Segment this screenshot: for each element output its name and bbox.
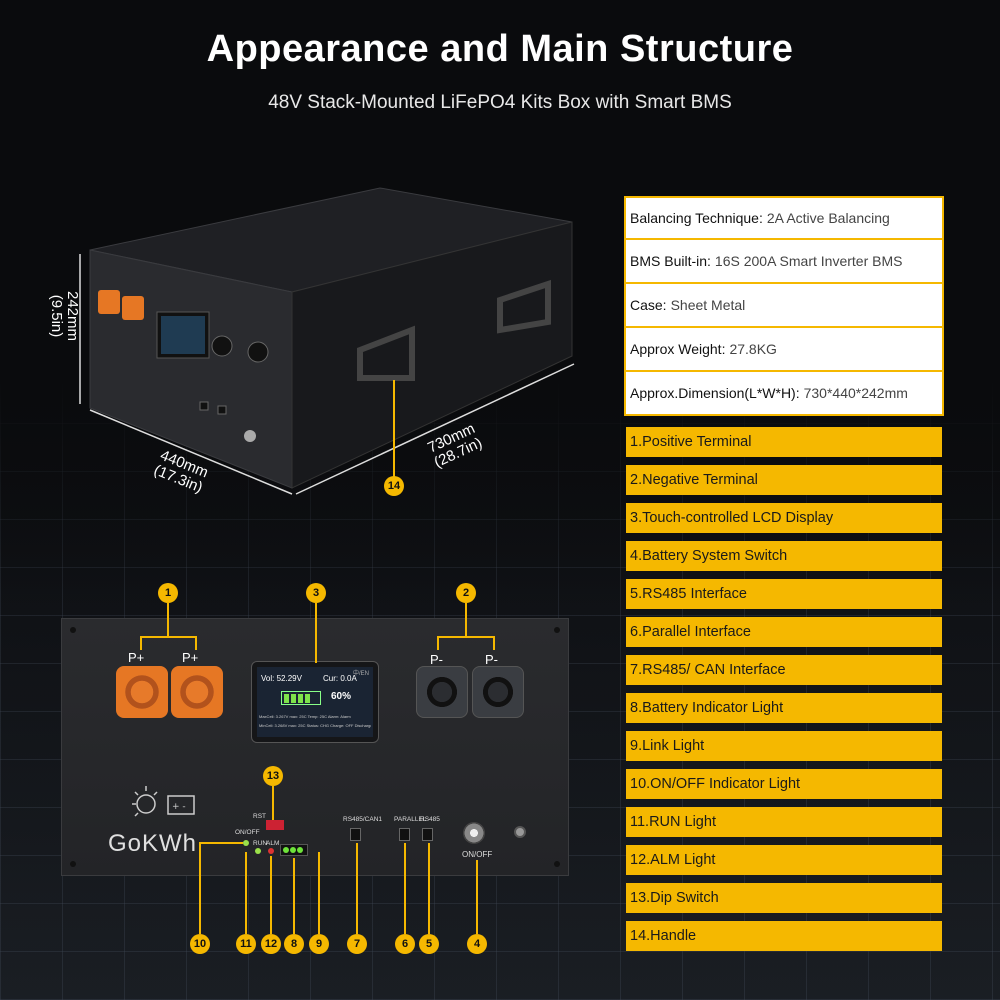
callout-4: 4 [467,934,487,954]
screw [554,627,560,633]
screw [70,861,76,867]
screw [70,627,76,633]
feature-item: 3.Touch-controlled LCD Display [626,503,942,533]
feature-item: 11.RUN Light [626,807,942,837]
lcd-language: 中/EN [353,671,370,677]
feature-item: 5.RS485 Interface [626,579,942,609]
lcd-row-2: MinCell: 3.268V max: 25C Status: CHG Cha… [259,723,371,728]
battery-system-switch[interactable] [463,822,485,844]
callout-9: 9 [309,934,329,954]
alm-label: ALM [266,840,280,847]
dimension-height: 242mm (9.5in) [48,290,81,342]
lcd-soc: 60% [331,691,352,702]
rs485-can-label: RS485/CAN1 [343,816,383,823]
callout-11: 11 [236,934,256,954]
dip-switch[interactable] [266,820,284,830]
spec-table: Balancing Technique:2A Active Balancing … [624,196,944,416]
spec-row: BMS Built-in:16S 200A Smart Inverter BMS [624,240,944,284]
feature-item: 8.Battery Indicator Light [626,693,942,723]
callout-3: 3 [306,583,326,603]
callout-10: 10 [190,934,210,954]
parallel-port[interactable] [399,828,410,841]
onoff-indicator-label: ON/OFF [235,829,260,836]
rs485-can-port[interactable] [350,828,361,841]
positive-terminal[interactable] [171,666,223,718]
screw [554,861,560,867]
pos-terminal-label: P+ [182,650,199,665]
rs485-port[interactable] [422,828,433,841]
run-label: RUN [253,840,268,847]
negative-terminal[interactable] [472,666,524,718]
lcd-display[interactable]: Vol: 52.29V Cur: 0.0A 中/EN 60% MaxCell: … [251,661,379,743]
page-title: Appearance and Main Structure [206,28,794,70]
callout-5: 5 [419,934,439,954]
lcd-screen: Vol: 52.29V Cur: 0.0A 中/EN 60% MaxCell: … [257,667,373,737]
negative-terminal[interactable] [416,666,468,718]
spec-row: Case:Sheet Metal [624,284,944,328]
onoff-led [243,840,249,846]
callout-1: 1 [158,583,178,603]
spec-row: Approx Weight:27.8KG [624,328,944,372]
sun-battery-icon: + - [132,786,195,817]
page-subtitle: 48V Stack-Mounted LiFePO4 Kits Box with … [268,92,732,113]
lcd-current: Cur: 0.0A [323,674,357,683]
feature-item: 1.Positive Terminal [626,427,942,457]
alm-led [268,848,274,854]
pos-terminal-label: P+ [128,650,145,665]
parallel-label: PARALLEL [394,816,427,823]
callout-8: 8 [284,934,304,954]
ground-screw [514,826,526,838]
feature-item: 4.Battery System Switch [626,541,942,571]
rs485-label: RS485 [420,816,440,823]
feature-item: 14.Handle [626,921,942,951]
neg-terminal-label: P- [430,652,443,667]
feature-item: 6.Parallel Interface [626,617,942,647]
lcd-row-1: MaxCell: 3.267V max: 25C Temp: 25C Alarm… [259,714,351,719]
run-led [255,848,261,854]
onoff-switch-label: ON/OFF [462,850,493,859]
callout-2: 2 [456,583,476,603]
spec-row: Balancing Technique:2A Active Balancing [624,196,944,240]
feature-list: 1.Positive Terminal 2.Negative Terminal … [626,427,942,959]
rst-label: RST [253,813,266,820]
svg-text:+ -: + - [172,802,186,812]
callout-14: 14 [384,476,404,496]
callout-13: 13 [263,766,283,786]
brand-logo: GoKWh [108,830,198,857]
feature-item: 12.ALM Light [626,845,942,875]
callout-12: 12 [261,934,281,954]
feature-item: 9.Link Light [626,731,942,761]
callout-6: 6 [395,934,415,954]
positive-terminal[interactable] [116,666,168,718]
callout-7: 7 [347,934,367,954]
feature-item: 10.ON/OFF Indicator Light [626,769,942,799]
feature-item: 2.Negative Terminal [626,465,942,495]
feature-item: 7.RS485/ CAN Interface [626,655,942,685]
neg-terminal-label: P- [485,652,498,667]
feature-item: 13.Dip Switch [626,883,942,913]
lcd-voltage: Vol: 52.29V [261,674,302,683]
lcd-battery-bar [281,691,321,705]
battery-indicator-lights [280,844,308,856]
spec-row: Approx.Dimension(L*W*H):730*440*242mm [624,372,944,416]
